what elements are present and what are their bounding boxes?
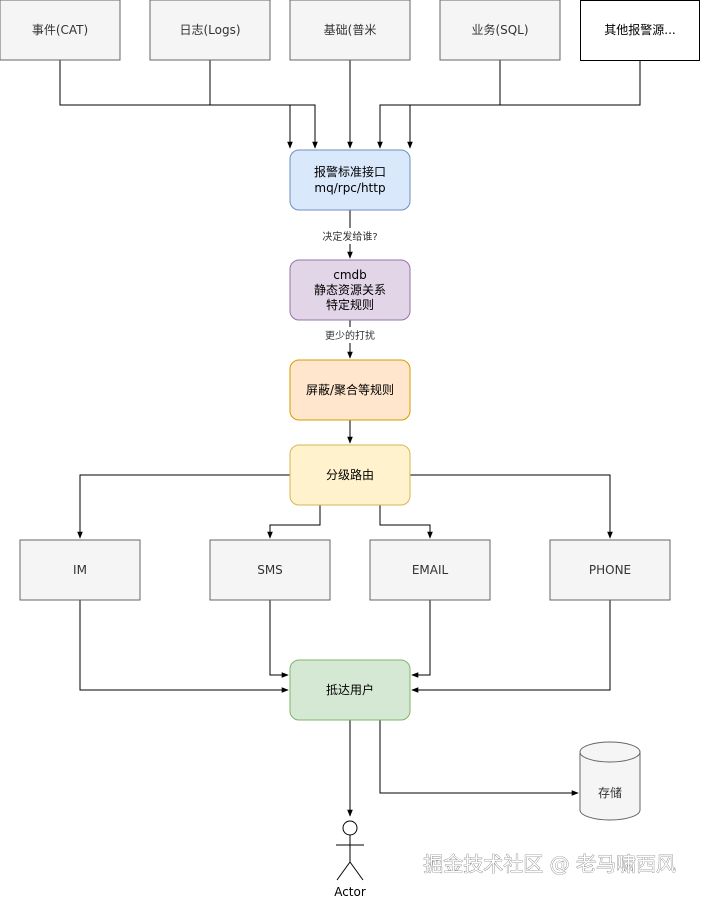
edge-sms-to-reach [269,600,289,678]
source-other[interactable]: 其他报警源... [580,0,700,61]
cmdb-box[interactable]: cmdb 静态资源关系 特定规则 [289,259,411,321]
channel-phone-label: PHONE [589,563,631,577]
shield-label: 屏蔽/聚合等规则 [306,382,394,397]
source-cat[interactable]: 事件(CAT) [0,0,121,61]
source-base-label: 基础(普米 [324,23,377,37]
source-other-label: 其他报警源... [604,22,675,37]
shield-box[interactable]: 屏蔽/聚合等规则 [289,359,411,421]
edge-logs-to-gateway [209,60,318,149]
edge-sql-to-gateway [377,60,501,149]
reach-user-label: 抵达用户 [326,682,374,697]
reach-user-box[interactable]: 抵达用户 [289,659,411,721]
edge-label-less: 更少的打扰 [325,329,375,342]
edge-phone-to-reach [411,600,611,693]
channel-email-label: EMAIL [412,563,449,577]
edge-label-decide: 决定发给谁? [322,230,377,243]
actor-figure[interactable] [336,820,364,881]
router-label: 分级路由 [326,467,374,482]
cmdb-line2: 静态资源关系 [314,283,386,297]
channel-phone[interactable]: PHONE [549,539,671,601]
gateway-line1: 报警标准接口 [314,164,386,179]
edge-email-to-reach [411,600,431,678]
gateway-line2: mq/rpc/http [314,181,385,195]
actor-head-icon [342,820,358,836]
edge-router-to-im [77,474,290,539]
cmdb-line3: 特定规则 [326,297,374,312]
edge-router-to-sms [267,505,321,539]
watermark: 掘金技术社区 @ 老马啸西风 [423,852,676,876]
channel-im-label: IM [73,563,87,577]
source-sql-label: 业务(SQL) [471,22,528,37]
cmdb-line1: cmdb [333,268,367,282]
storage-label: 存储 [598,785,622,800]
edge-other-to-gateway [407,60,641,149]
channel-email[interactable]: EMAIL [369,539,491,601]
actor-label: Actor [334,885,366,899]
edge-router-to-phone [410,474,613,539]
channel-sms[interactable]: SMS [209,539,331,601]
source-logs[interactable]: 日志(Logs) [149,0,271,61]
router-box[interactable]: 分级路由 [289,444,411,506]
source-sql[interactable]: 业务(SQL) [439,0,561,61]
channel-im[interactable]: IM [19,539,141,601]
gateway-box[interactable]: 报警标准接口 mq/rpc/http [289,149,411,211]
storage-cylinder[interactable]: 存储 [579,741,641,821]
edge-router-to-email [379,505,433,539]
edge-im-to-reach [79,600,289,693]
source-base[interactable]: 基础(普米 [289,0,411,61]
source-cat-label: 事件(CAT) [32,23,88,37]
connectors [59,60,641,817]
edge-cat-to-gateway [59,60,293,149]
channel-sms-label: SMS [257,563,283,577]
source-logs-label: 日志(Logs) [179,23,240,37]
edge-reach-to-storage [379,720,579,796]
